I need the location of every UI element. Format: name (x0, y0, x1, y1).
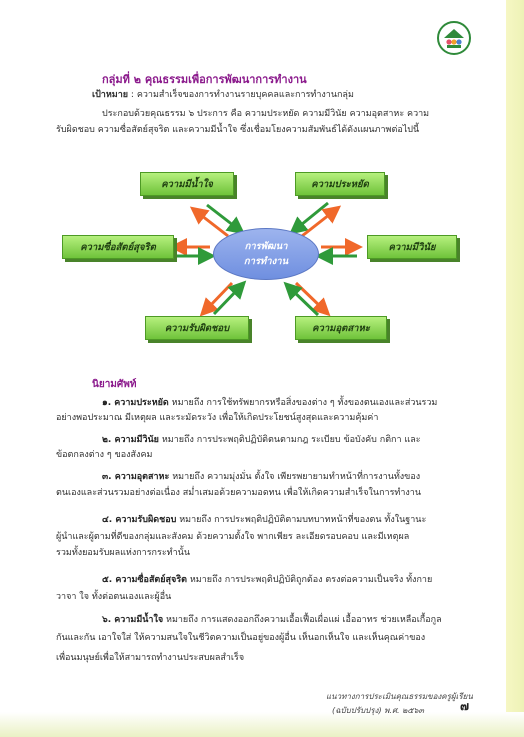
definition-4-line-1: ๔. ความรับผิดชอบ หมายถึง การประพฤติปฏิบั… (102, 515, 427, 525)
arrow-to-center-responsibility (212, 280, 247, 316)
definition-5-line-2: วาจา ใจ ทั้งต่อตนเองและผู้อื่น (56, 592, 172, 602)
definition-1-line-1: ๑. ความประหยัด หมายถึง การใช้ทรัพยากรหรื… (102, 398, 438, 408)
arrow-to-center-thrift (289, 201, 329, 235)
page-frame-bottom (0, 712, 524, 737)
definition-term: ๒. ความมีวินัย (102, 435, 159, 445)
intro-line-2: รับผิดชอบ ความซื่อสัตย์สุจริต และความมีน… (56, 125, 420, 135)
definition-2-line-1: ๒. ความมีวินัย หมายถึง การประพฤติปฏิบัติ… (102, 435, 421, 445)
definition-term: ๑. ความประหยัด (102, 398, 169, 408)
definition-6-line-2: กันและกัน เอาใจใส่ ให้ความสนใจในชีวิตควา… (56, 633, 426, 643)
center-line-2: การทำงาน (243, 256, 289, 267)
node-generosity: ความมีน้ำใจ (140, 172, 234, 196)
arrow-from-center-thrift (301, 205, 342, 238)
goal-text: : ความสำเร็จของการทำงานรายบุคคลและการทำง… (130, 90, 354, 100)
definition-term: ๔. ความรับผิดชอบ (102, 515, 177, 525)
definition-6-line-1: ๖. ความมีน้ำใจ หมายถึง การแสดงออกถึงความ… (102, 615, 442, 625)
node-thrift: ความประหยัด (295, 172, 385, 196)
definition-term: ๓. ความอุตสาหะ (102, 472, 170, 482)
definition-term: ๖. ความมีน้ำใจ (102, 615, 164, 625)
definition-term: ๕. ความซื่อสัตย์สุจริต (102, 575, 187, 585)
intro-line-1: ประกอบด้วยคุณธรรม ๖ ประการ คือ ความประหย… (102, 109, 430, 119)
arrow-to-center-generosity (206, 203, 246, 235)
page-frame-right (506, 0, 524, 737)
arrow-to-center-diligence (283, 281, 320, 317)
definition-6-line-3: เพื่อนมนุษย์เพื่อให้สามารถทำงานประสบผลสำ… (56, 653, 245, 663)
page-number: ๗ (460, 699, 470, 713)
goal-label: เป้าหมาย (92, 90, 129, 100)
definition-4-line-2: ผู้นำและผู้ตามที่ดีของกลุ่มและสังคม ด้วย… (56, 532, 410, 542)
definition-1-line-2: อย่างพอประมาณ มีเหตุผล และระมัดระวัง เพื… (56, 413, 379, 423)
definition-5-line-1: ๕. ความซื่อสัตย์สุจริต หมายถึง การประพฤต… (102, 575, 433, 585)
node-honesty: ความซื่อสัตย์สุจริต (62, 235, 174, 259)
logo-icon (437, 21, 471, 55)
node-responsibility: ความรับผิดชอบ (145, 316, 249, 340)
node-discipline: ความมีวินัย (367, 235, 457, 259)
arrow-from-center-responsibility (199, 281, 234, 317)
arrow-from-center-generosity (189, 206, 229, 238)
definition-2-line-2: ข้อตกลงต่าง ๆ ของสังคม (56, 450, 153, 460)
center-line-1: การพัฒนา (244, 241, 288, 252)
definition-3-line-1: ๓. ความอุตสาหะ หมายถึง ความมุ่งมั่น ตั้ง… (102, 472, 421, 482)
definition-4-line-3: รวมทั้งยอมรับผลแห่งการกระทำนั้น (56, 548, 190, 558)
center-node: การพัฒนา การทำงาน (213, 228, 319, 280)
node-diligence: ความอุตสาหะ (295, 316, 387, 340)
footer-title: แนวทางการประเมินคุณธรรมของครูผู้เรียน (326, 692, 473, 701)
footer-subtitle: (ฉบับปรับปรุง) พ.ศ. ๒๕๖๓ (332, 706, 424, 715)
page-heading: กลุ่มที่ ๒ คุณธรรมเพื่อการพัฒนาการทำงาน (102, 73, 307, 86)
definitions-title: นิยามศัพท์ (92, 379, 137, 390)
goal-line: เป้าหมาย : ความสำเร็จของการทำงานรายบุคคล… (92, 88, 354, 102)
definition-3-line-2: ตนเองและส่วนรวมอย่างต่อเนื่อง สม่ำเสมอด้… (56, 488, 421, 498)
